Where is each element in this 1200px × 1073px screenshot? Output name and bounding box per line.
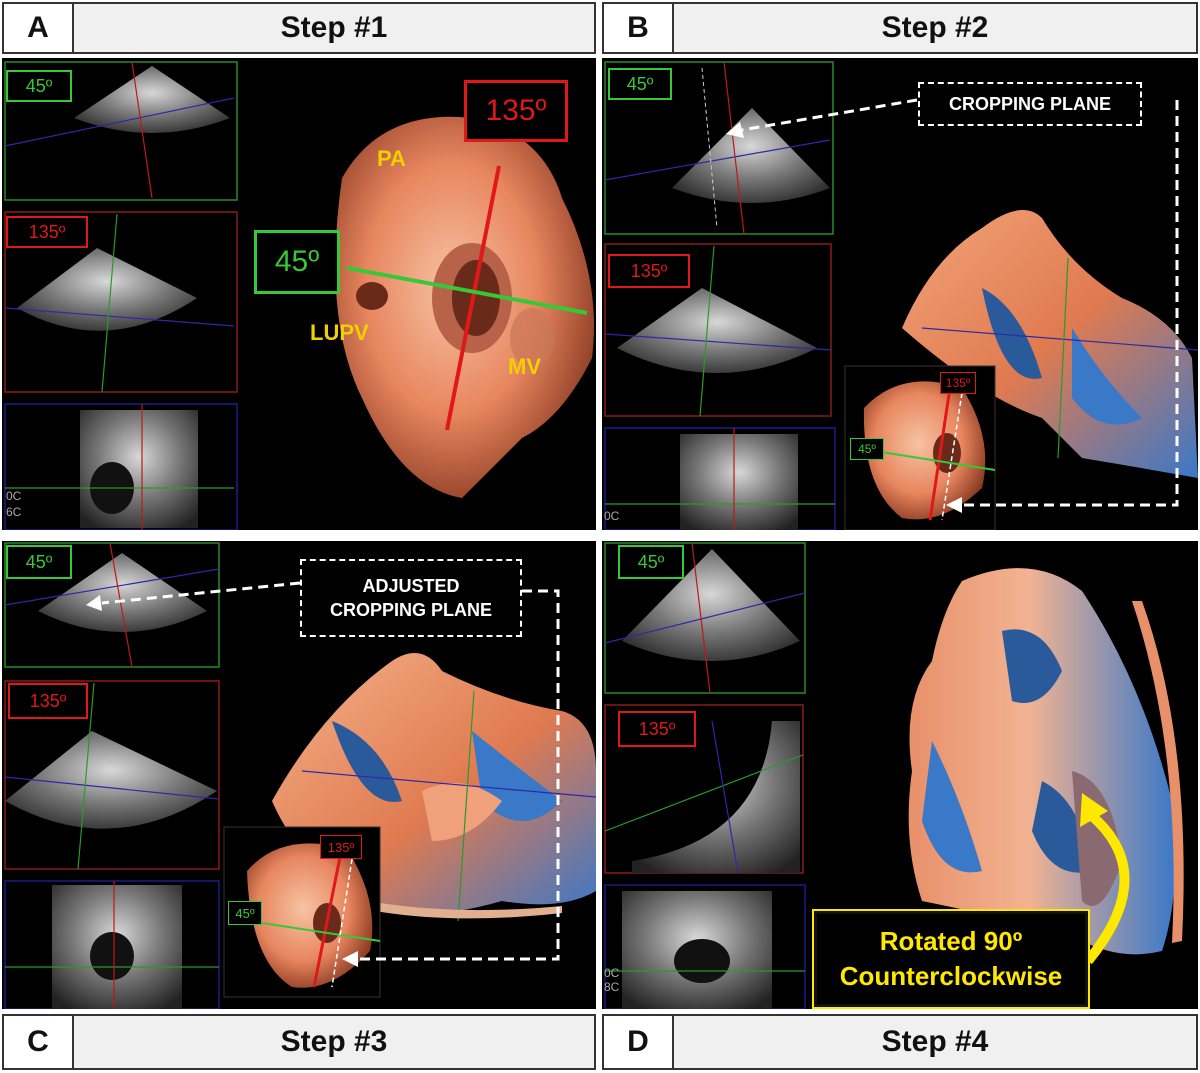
3d-atrial-rendering	[335, 116, 594, 498]
panel-b-image: 0C 45º 135º 135º 45º CROPPING PLANE	[602, 58, 1198, 530]
panel-a-letter: A	[4, 4, 74, 52]
panel-c-header: C Step #3	[2, 1014, 596, 1070]
panel-c-inset-45-label: 45º	[228, 901, 262, 925]
ultrasound-view-short-axis: 0C 8C	[604, 884, 806, 1009]
horizontal-divider	[0, 532, 1200, 540]
label-mv: MV	[508, 354, 541, 379]
panel-c-inset-135-label: 135º	[320, 835, 362, 859]
svg-text:6C: 6C	[6, 505, 22, 519]
cropping-plane-label: CROPPING PLANE	[918, 82, 1142, 126]
ultrasound-view-45	[4, 542, 220, 668]
panel-a-image: 0C 6C 45º 135º 135º 45º PA LUPV MV	[2, 58, 596, 530]
label-pa: PA	[377, 146, 406, 171]
panel-c-small-135-label: 135º	[8, 683, 88, 719]
panel-b-inset-45-label: 45º	[850, 438, 884, 460]
rotated-annotation-box: Rotated 90º Counterclockwise	[812, 909, 1090, 1009]
panel-a-large-135-label: 135º	[464, 80, 568, 142]
panel-d-letter: D	[604, 1016, 674, 1068]
ultrasound-view-45	[604, 61, 834, 235]
3d-rotated-rendering	[908, 568, 1184, 955]
ultrasound-view-45	[4, 61, 238, 201]
svg-text:0C: 0C	[6, 489, 22, 503]
ultrasound-view-short-axis: 0C	[604, 427, 836, 530]
panel-d-small-45-label: 45º	[618, 545, 684, 579]
rotated-line-1: Rotated 90º	[879, 925, 1023, 956]
panel-d-title: Step #4	[881, 1025, 989, 1058]
panel-d-small-135-label: 135º	[618, 711, 696, 747]
rotated-line-2: Counterclockwise	[839, 961, 1063, 991]
panel-c-title: Step #3	[280, 1025, 388, 1058]
3d-cropped-rendering	[902, 210, 1198, 478]
panel-c-small-45-label: 45º	[6, 545, 72, 579]
panel-a-large-45-label: 45º	[254, 230, 340, 294]
ultrasound-view-135	[4, 211, 238, 393]
panel-a-small-135-label: 135º	[6, 216, 88, 248]
panel-a-header: A Step #1	[2, 2, 596, 54]
ultrasound-view-135	[604, 243, 832, 417]
adjusted-line-1: ADJUSTED	[362, 575, 460, 596]
ultrasound-view-135	[604, 704, 804, 874]
svg-text:8C: 8C	[604, 980, 620, 994]
ultrasound-view-short-axis: 0C 6C	[4, 403, 238, 530]
svg-text:0C: 0C	[604, 509, 620, 523]
label-lupv: LUPV	[310, 320, 369, 345]
panel-c-image: 45º 135º 135º 45º ADJUSTED CROPPING PLAN…	[2, 541, 596, 1009]
panel-b-title: Step #2	[881, 11, 989, 44]
ultrasound-view-135	[4, 680, 220, 870]
panel-b-small-135-label: 135º	[608, 254, 690, 288]
panel-b-header: B Step #2	[602, 2, 1198, 54]
svg-text:0C: 0C	[604, 966, 620, 980]
adjusted-cropping-plane-label: ADJUSTED CROPPING PLANE	[300, 559, 522, 637]
ultrasound-view-short-axis	[4, 880, 220, 1009]
panel-a-title: Step #1	[280, 11, 388, 44]
panel-b-inset-135-label: 135º	[940, 372, 976, 394]
panel-c-letter: C	[4, 1016, 74, 1068]
panel-b-small-45-label: 45º	[608, 68, 672, 100]
panel-a-small-45-label: 45º	[6, 70, 72, 102]
adjusted-line-2: CROPPING PLANE	[329, 600, 493, 620]
panel-d-header: D Step #4	[602, 1014, 1198, 1070]
ultrasound-view-45	[604, 542, 806, 694]
panel-d-image: 0C 8C 45º 135º Rotated 90º Counterclockw…	[602, 541, 1198, 1009]
panel-b-letter: B	[604, 4, 674, 52]
